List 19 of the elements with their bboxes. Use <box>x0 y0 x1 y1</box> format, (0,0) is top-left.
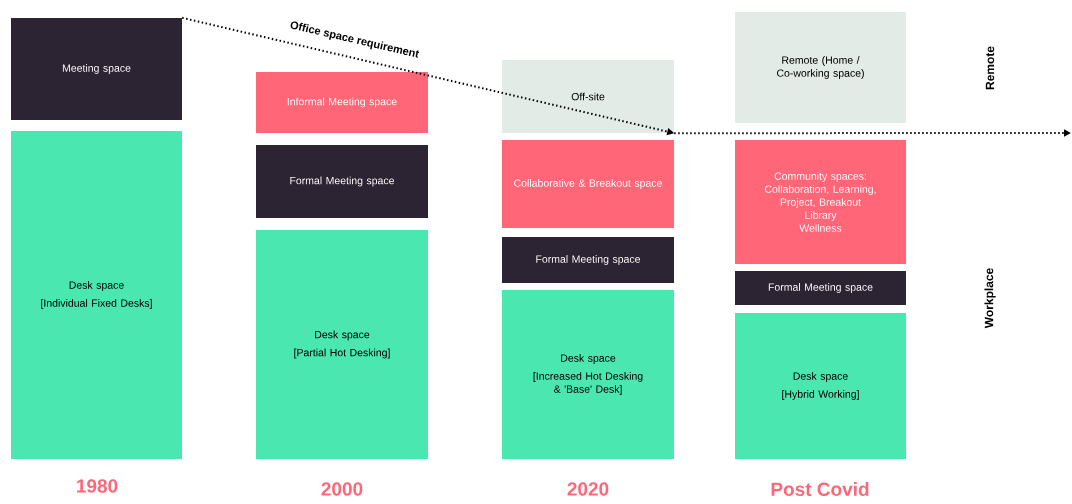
meeting-space-box: Formal Meeting space <box>735 271 906 305</box>
year-label: Post Covid <box>771 482 869 496</box>
meeting-space-box: Meeting space <box>11 18 182 120</box>
desk-space-box: Desk space [Individual Fixed Desks] <box>11 131 182 459</box>
meeting-space-box: Formal Meeting space <box>502 237 674 283</box>
zone-label: Workplace <box>984 268 996 329</box>
desk-space-box: Desk space [Hybrid Working] <box>735 313 906 459</box>
meeting-space-box: Collaborative & Breakout space <box>502 140 674 228</box>
zone-label: Remote <box>985 46 995 90</box>
year-label: 2020 <box>567 482 609 496</box>
meeting-space-box: Formal Meeting space <box>256 145 428 218</box>
remote-space-box: Remote (Home / Co-working space) <box>735 12 906 123</box>
year-label: 2000 <box>321 482 363 496</box>
year-label: 1980 <box>77 479 118 493</box>
desk-space-box: Desk space [Increased Hot Desking & 'Base' Desk] <box>502 290 674 459</box>
desk-space-box: Desk space [Partial Hot Desking] <box>256 230 428 459</box>
meeting-space-box: Informal Meeting space <box>256 72 428 133</box>
remote-space-box: Off-site <box>502 60 674 133</box>
meeting-space-box: Community spaces: Collaboration, Learning, Project, Breakout Library Wellness <box>735 140 906 264</box>
